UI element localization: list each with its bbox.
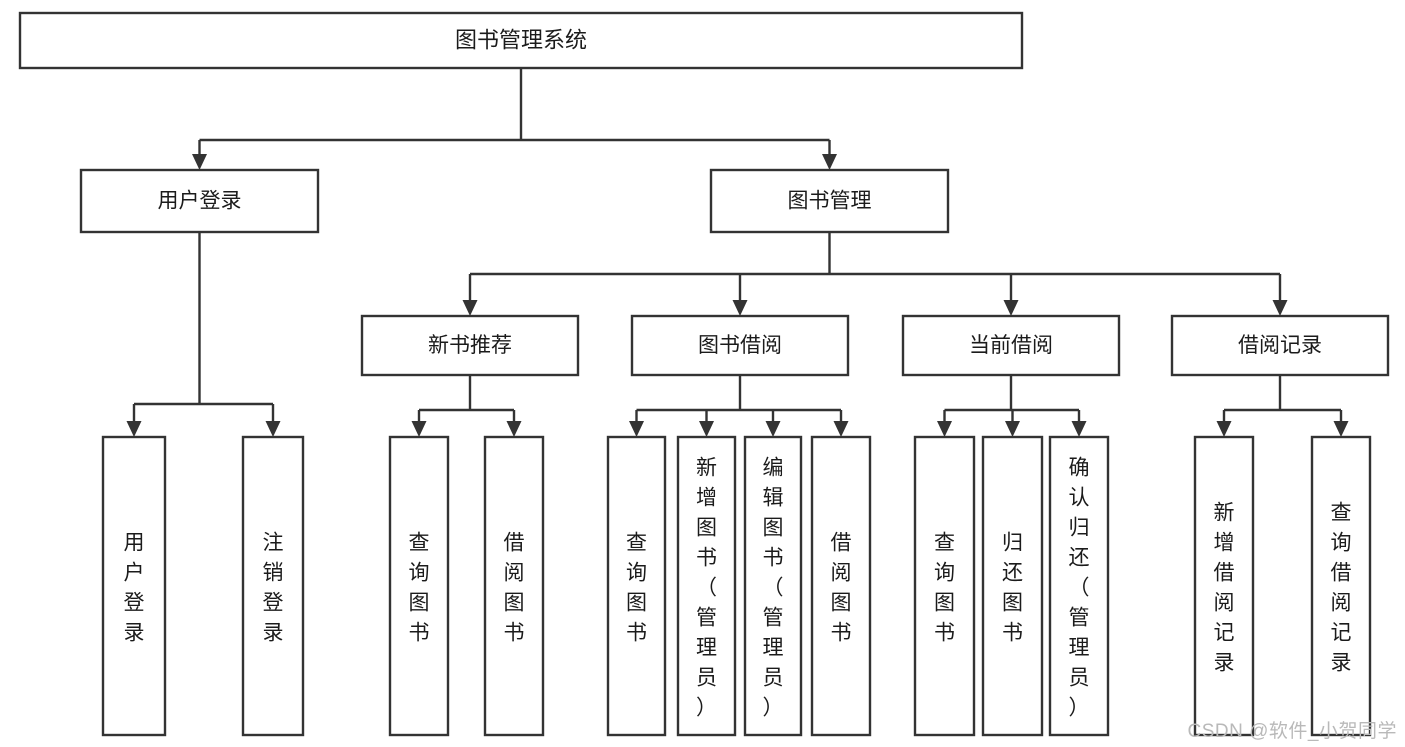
node-label-current-borrow: 当前借阅: [969, 334, 1053, 357]
arrow-head-icon: [126, 421, 142, 437]
node-leaf-query-book-3[interactable]: 查询图书: [913, 435, 976, 737]
node-leaf-borrow-book-1[interactable]: 借阅图书: [483, 435, 545, 737]
connector-group-book-manage: [462, 232, 1288, 316]
csdn-watermark: CSDN @软件_小贺同学: [1187, 721, 1397, 742]
arrow-head-icon: [1272, 300, 1288, 316]
node-book-borrow[interactable]: 图书借阅: [630, 314, 850, 377]
node-label-borrow-record: 借阅记录: [1238, 334, 1322, 357]
node-leaf-borrow-book-2[interactable]: 借阅图书: [810, 435, 872, 737]
arrow-head-icon: [833, 421, 849, 437]
node-box-leaf-borrow-book-1: [483, 435, 545, 737]
node-box-leaf-query-book-3: [913, 435, 976, 737]
node-box-borrow-record: [1170, 314, 1390, 377]
arrow-head-icon: [462, 300, 478, 316]
node-book-manage[interactable]: 图书管理: [709, 168, 950, 234]
node-leaf-return-book[interactable]: 归还图书: [981, 435, 1044, 737]
node-box-current-borrow: [901, 314, 1121, 377]
node-label-new-book-rec: 新书推荐: [428, 334, 512, 357]
node-box-leaf-logout: [241, 435, 305, 737]
node-leaf-query-book-2[interactable]: 查询图书: [606, 435, 667, 737]
node-leaf-query-record[interactable]: 查询借阅记录: [1310, 435, 1372, 737]
node-label-leaf-borrow-book-2: 借阅图书: [831, 531, 852, 644]
node-user-login[interactable]: 用户登录: [79, 168, 320, 234]
node-label-leaf-logout: 注销登录: [263, 531, 284, 644]
node-label-leaf-add-record: 新增借阅记录: [1214, 501, 1235, 674]
arrow-head-icon: [1333, 421, 1349, 437]
node-box-root: [18, 11, 1024, 70]
node-label-root: 图书管理系统: [455, 27, 587, 52]
node-label-leaf-confirm-return: 确认归还（管理员）: [1069, 456, 1090, 719]
node-leaf-edit-book[interactable]: 编辑图书（管理员）: [743, 435, 803, 737]
arrow-head-icon: [629, 421, 644, 437]
node-label-leaf-query-book-2: 查询图书: [626, 531, 647, 644]
arrow-head-icon: [411, 421, 427, 437]
arrow-head-icon: [1005, 421, 1020, 437]
node-box-leaf-borrow-book-2: [810, 435, 872, 737]
node-label-user-login: 用户登录: [158, 190, 242, 213]
node-box-leaf-edit-book: [743, 435, 803, 737]
node-label-leaf-query-book-3: 查询图书: [934, 531, 955, 644]
node-label-leaf-query-record: 查询借阅记录: [1331, 501, 1352, 674]
node-label-leaf-edit-book: 编辑图书（管理员）: [763, 456, 784, 719]
arrow-head-icon: [699, 421, 714, 437]
arrow-head-icon: [822, 154, 837, 170]
node-borrow-record[interactable]: 借阅记录: [1170, 314, 1390, 377]
node-box-leaf-query-record: [1310, 435, 1372, 737]
connector-group-root: [192, 68, 837, 170]
node-box-book-borrow: [630, 314, 850, 377]
node-leaf-query-book-1[interactable]: 查询图书: [388, 435, 450, 737]
node-leaf-logout[interactable]: 注销登录: [241, 435, 305, 737]
node-box-leaf-query-book-1: [388, 435, 450, 737]
node-leaf-user-login[interactable]: 用户登录: [101, 435, 167, 737]
node-label-leaf-borrow-book-1: 借阅图书: [504, 531, 525, 644]
connector-group-borrow-record: [1216, 375, 1349, 437]
arrow-head-icon: [1216, 421, 1232, 437]
arrow-head-icon: [506, 421, 522, 437]
node-box-leaf-query-book-2: [606, 435, 667, 737]
node-new-book-rec[interactable]: 新书推荐: [360, 314, 580, 377]
arrow-head-icon: [192, 154, 207, 170]
node-box-leaf-add-record: [1193, 435, 1255, 737]
connector-group-current-borrow: [937, 375, 1087, 437]
connector-group-user-login: [126, 232, 281, 437]
node-current-borrow[interactable]: 当前借阅: [901, 314, 1121, 377]
node-box-leaf-return-book: [981, 435, 1044, 737]
node-box-leaf-user-login: [101, 435, 167, 737]
node-label-leaf-add-book: 新增图书（管理员）: [696, 456, 717, 719]
arrow-head-icon: [765, 421, 781, 437]
node-leaf-add-record[interactable]: 新增借阅记录: [1193, 435, 1255, 737]
node-box-new-book-rec: [360, 314, 580, 377]
connectors-layer: [126, 68, 1349, 437]
node-label-leaf-query-book-1: 查询图书: [409, 531, 430, 644]
connector-group-book-borrow: [629, 375, 849, 437]
node-box-user-login: [79, 168, 320, 234]
node-box-book-manage: [709, 168, 950, 234]
node-box-leaf-confirm-return: [1048, 435, 1110, 737]
node-root[interactable]: 图书管理系统: [18, 11, 1024, 70]
node-label-book-borrow: 图书借阅: [698, 334, 782, 357]
node-label-leaf-return-book: 归还图书: [1002, 531, 1023, 644]
connector-group-new-book-rec: [411, 375, 522, 437]
node-label-book-manage: 图书管理: [788, 190, 872, 213]
arrow-head-icon: [1071, 421, 1087, 437]
arrow-head-icon: [265, 421, 281, 437]
node-label-leaf-user-login: 用户登录: [124, 531, 145, 644]
arrow-head-icon: [937, 421, 952, 437]
node-box-leaf-add-book: [676, 435, 737, 737]
arrow-head-icon: [732, 300, 748, 316]
arrow-head-icon: [1003, 300, 1019, 316]
node-leaf-confirm-return[interactable]: 确认归还（管理员）: [1048, 435, 1110, 737]
nodes-layer: 图书管理系统用户登录图书管理新书推荐图书借阅当前借阅借阅记录用户登录注销登录查询…: [18, 11, 1390, 737]
node-leaf-add-book[interactable]: 新增图书（管理员）: [676, 435, 737, 737]
